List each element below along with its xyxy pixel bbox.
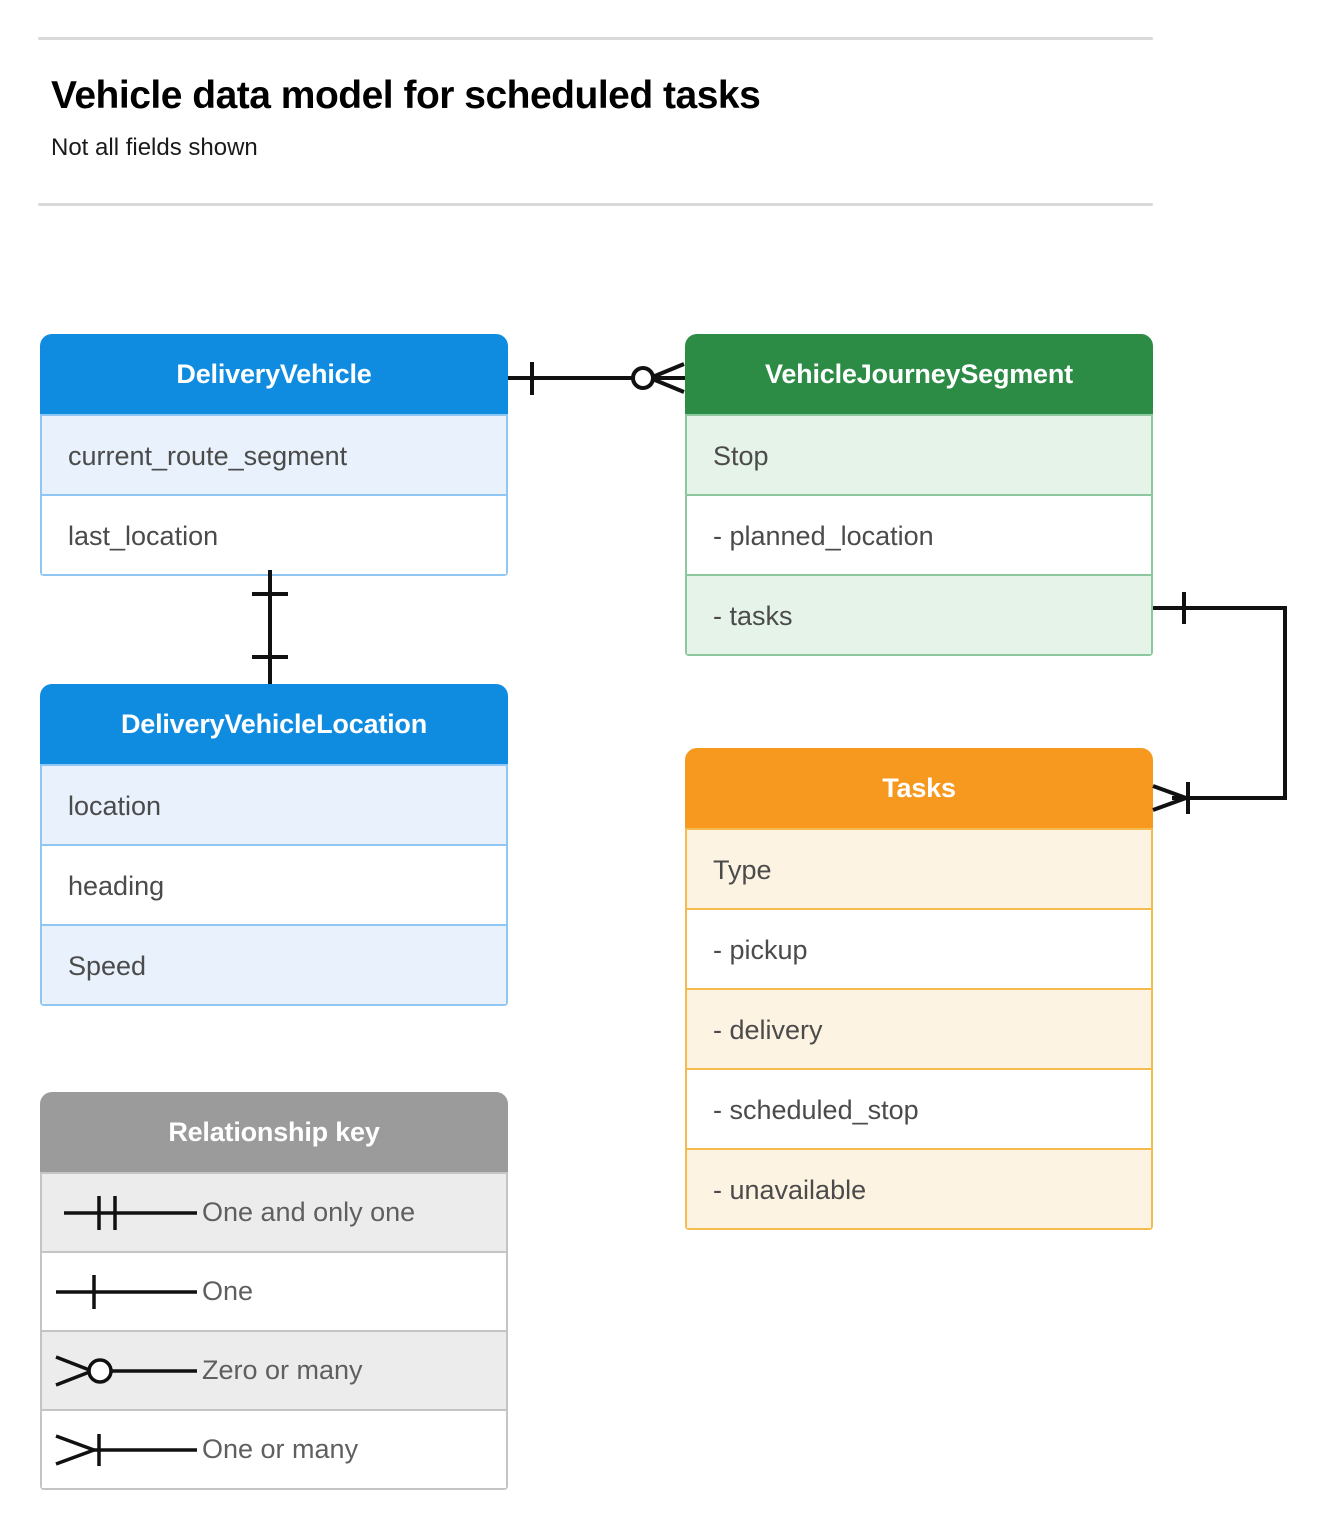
connector-vehicle-to-vehicle-location <box>252 570 288 684</box>
one-and-only-one-icon <box>42 1173 202 1252</box>
zero-or-many-icon <box>42 1331 202 1410</box>
entity-vehicle-journey-segment-fields: Stop - planned_location - tasks <box>685 414 1153 656</box>
legend-label-zero-or-many: Zero or many <box>202 1355 363 1385</box>
entity-delivery-vehicle-location-title: DeliveryVehicleLocation <box>40 684 508 764</box>
entity-delivery-vehicle-location-fields: location heading Speed <box>40 764 508 1006</box>
connector-vehicle-to-journey-segment <box>508 362 685 395</box>
relationship-key-legend: Relationship key One and only one <box>40 1092 508 1490</box>
entity-vehicle-journey-segment[interactable]: VehicleJourneySegment Stop - planned_loc… <box>685 334 1153 656</box>
field-unavailable[interactable]: - unavailable <box>687 1148 1151 1228</box>
legend-item-zero-or-many: Zero or many <box>42 1330 506 1409</box>
legend-item-one: One <box>42 1251 506 1330</box>
entity-tasks-title: Tasks <box>685 748 1153 828</box>
page-subtitle: Not all fields shown <box>51 134 258 161</box>
field-current-route-segment[interactable]: current_route_segment <box>42 414 506 494</box>
entity-vehicle-journey-segment-title: VehicleJourneySegment <box>685 334 1153 414</box>
page-title: Vehicle data model for scheduled tasks <box>51 74 761 117</box>
one-icon <box>42 1252 202 1331</box>
relationship-key-title: Relationship key <box>40 1092 508 1172</box>
field-location[interactable]: location <box>42 764 506 844</box>
field-speed[interactable]: Speed <box>42 924 506 1004</box>
field-last-location[interactable]: last_location <box>42 494 506 574</box>
connector-journey-segment-to-tasks <box>1152 592 1287 814</box>
entity-delivery-vehicle-location[interactable]: DeliveryVehicleLocation location heading… <box>40 684 508 1006</box>
entity-tasks-fields: Type - pickup - delivery - scheduled_sto… <box>685 828 1153 1230</box>
header-divider-bottom <box>38 203 1153 206</box>
legend-label-one: One <box>202 1276 254 1306</box>
field-tasks[interactable]: - tasks <box>687 574 1151 654</box>
entity-tasks[interactable]: Tasks Type - pickup - delivery - schedul… <box>685 748 1153 1230</box>
field-scheduled-stop[interactable]: - scheduled_stop <box>687 1068 1151 1148</box>
field-delivery[interactable]: - delivery <box>687 988 1151 1068</box>
legend-label-one-and-only-one: One and only one <box>202 1197 416 1227</box>
entity-delivery-vehicle[interactable]: DeliveryVehicle current_route_segment la… <box>40 334 508 576</box>
field-pickup[interactable]: - pickup <box>687 908 1151 988</box>
header-divider-top <box>38 37 1153 40</box>
legend-item-one-or-many: One or many <box>42 1409 506 1488</box>
field-stop[interactable]: Stop <box>687 414 1151 494</box>
field-type[interactable]: Type <box>687 828 1151 908</box>
field-heading[interactable]: heading <box>42 844 506 924</box>
entity-delivery-vehicle-title: DeliveryVehicle <box>40 334 508 414</box>
legend-item-one-and-only-one: One and only one <box>42 1172 506 1251</box>
legend-label-one-or-many: One or many <box>202 1434 359 1464</box>
entity-delivery-vehicle-fields: current_route_segment last_location <box>40 414 508 576</box>
field-planned-location[interactable]: - planned_location <box>687 494 1151 574</box>
one-or-many-icon <box>42 1410 202 1489</box>
relationship-key-rows: One and only one One <box>40 1172 508 1490</box>
